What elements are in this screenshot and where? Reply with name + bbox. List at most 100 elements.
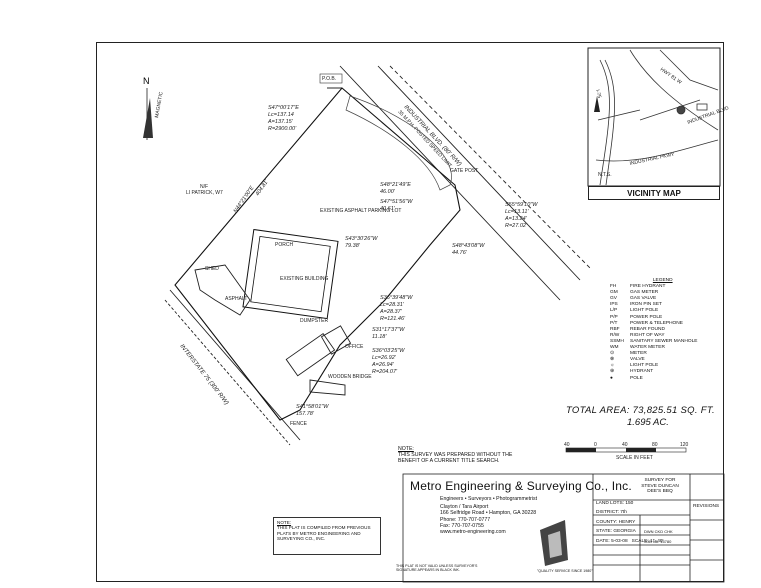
quality-slogan: "QUALITY SERVICE SINCE 1980": [537, 569, 593, 573]
course-9-l3: A=26.94': [371, 362, 395, 368]
company-phone: Phone: 770-707-0777: [440, 516, 491, 523]
scale-tick-2: 0: [594, 442, 597, 448]
state: STATE: GEORGIA: [596, 529, 636, 534]
note1-text: THIS SURVEY WAS PREPARED WITHOUT THE BEN…: [398, 452, 513, 464]
side-structures: [194, 264, 352, 396]
signature-cert: THIS PLAT IS NOT VALID UNLESS SURVEYOR'S…: [396, 564, 478, 572]
course-11-l1: N44°21'00"E: [233, 185, 256, 214]
total-area: TOTAL AREA: 73,825.51 SQ. FT.: [566, 405, 715, 416]
title-block-grid: [402, 473, 725, 583]
course-2-l2: 46.00': [380, 189, 396, 195]
existing-asphalt-label: EXISTING ASPHALT PARKING LOT: [320, 208, 401, 214]
course-7-l4: R=121.46': [380, 316, 406, 322]
note2-text: THIS PLAT IS COMPILED FROM PREVIOUS PLAT…: [277, 525, 371, 542]
company-web: www.metro-engineering.com: [440, 529, 506, 536]
property-boundary: [174, 87, 461, 421]
total-acres: 1.695 AC.: [627, 417, 669, 428]
asphalt-drive: [345, 95, 452, 191]
scale-tick-1: 40: [564, 442, 570, 448]
company-logo: [540, 520, 568, 566]
north-arrow-label: N: [143, 76, 150, 86]
course-7-l1: S36°39'48"W: [380, 295, 413, 301]
course-5-l1: S43°30'26"W: [345, 236, 378, 242]
gate-post-label: GATE POST: [450, 168, 478, 174]
course-10-l2: 157.78': [296, 411, 315, 417]
company-info: Engineers • Surveyors • Photogrammetrist…: [440, 496, 590, 535]
vicinity-road-industrial-blvd: INDUSTRIAL BLVD: [687, 105, 730, 126]
course-8-l1: S31°17'37"W: [372, 327, 405, 333]
office-label: OFFICE: [345, 344, 364, 350]
legend-item: ⊕HYDRANT: [610, 369, 654, 375]
magnetic-label: MAGNETIC: [154, 91, 165, 118]
vicinity-north-arrow: [594, 96, 600, 112]
company-address: 166 Selfridge Road • Hampton, GA 30228: [440, 510, 537, 517]
note2-title: NOTE:: [277, 520, 292, 525]
legend-item: ☼LIGHT POLE: [610, 363, 659, 369]
fence-label: FENCE: [290, 421, 308, 427]
course-7-l2: Lc=28.31': [380, 302, 405, 308]
course-3-l2: 40.61': [380, 206, 396, 212]
company-location: Clayton / Tara Airport: [440, 504, 489, 511]
industrial-blvd-row: [339, 65, 591, 301]
course-3-l1: S47°51'56"W: [380, 199, 413, 205]
vicinity-nts: N.T.S.: [598, 172, 612, 178]
industrial-blvd-label: INDUSTRIAL BLVD. (80' R/W): [403, 104, 463, 167]
project-name: DEE'S BBQ: [647, 489, 673, 494]
course-1-l2: Lc=137.14: [268, 112, 294, 118]
interstate-label: INTERSTATE 75 (300' R/W): [178, 344, 229, 407]
scale-tick-3: 40: [622, 442, 628, 448]
owner-name: LI PATRICK, W7: [186, 190, 223, 196]
job-number: JOB No. 15780: [644, 539, 672, 544]
title-block: SURVEY FOR STEVE DUNCAN DEE'S BBQ LAND L…: [596, 478, 724, 544]
course-4-l1: S55°59'10"W: [505, 202, 538, 208]
course-7-l3: A=28.37': [379, 309, 403, 315]
vicinity-map: [595, 49, 719, 186]
interstate-row: [164, 289, 301, 446]
client-name: STEVE DUNCAN: [641, 483, 679, 489]
county: COUNTY: HENRY: [596, 519, 636, 525]
course-1-l1: S47°00'17"E: [268, 105, 299, 111]
scale-tick-5: 120: [680, 442, 689, 448]
wooden-bridge-label: WOODEN BRIDGE: [328, 374, 372, 380]
legend-item: ⊙METER: [610, 351, 647, 357]
date-scale: DATE: 5-03-08 SCALE: 1"=40': [596, 538, 664, 544]
scale-caption: SCALE IN FEET: [616, 455, 653, 461]
course-8-l2: 11.18': [372, 334, 387, 340]
north-arrow: N: [143, 76, 153, 140]
survey-sheet: [96, 42, 724, 582]
district: DISTRICT: 7th: [596, 510, 627, 515]
course-9-l4: R=204.07': [372, 369, 398, 375]
scale-bar: [565, 447, 687, 453]
course-4-l4: R=27.02': [505, 223, 528, 229]
course-1-l4: R=2900.00': [268, 126, 297, 132]
speed-limit-label: 35 M.P.H. POSTED SPEED LIMIT: [397, 109, 453, 169]
revisions-label: REVISIONS: [693, 504, 720, 509]
compiled-plat-note: NOTE: THIS PLAT IS COMPILED FROM PREVIOU…: [273, 517, 381, 555]
course-6-l1: S48°43'08"W: [452, 243, 485, 249]
owner-nf: N/F: [200, 184, 208, 190]
existing-building-main: [242, 228, 339, 320]
course-9-l1: S36°03'25"W: [372, 348, 405, 354]
existing-building-label: EXISTING BUILDING: [280, 276, 328, 282]
note1-title: NOTE:: [398, 446, 414, 452]
pob-label: P.O.B.: [322, 76, 336, 82]
scale-tick-4: 80: [652, 442, 658, 448]
course-2-l1: S48°21'49"E: [380, 182, 411, 188]
bearing-labels: S47°00'17"E Lc=137.14 A=137.15' R=2900.0…: [233, 105, 539, 417]
legend-title: LEGEND: [652, 278, 673, 283]
porch-label: PORCH: [275, 242, 293, 248]
legend-item: ⊗VALVE: [610, 357, 645, 363]
company-name: Metro Engineering & Surveying Co., Inc.: [410, 479, 632, 493]
course-1-l3: A=137.15': [267, 119, 294, 125]
